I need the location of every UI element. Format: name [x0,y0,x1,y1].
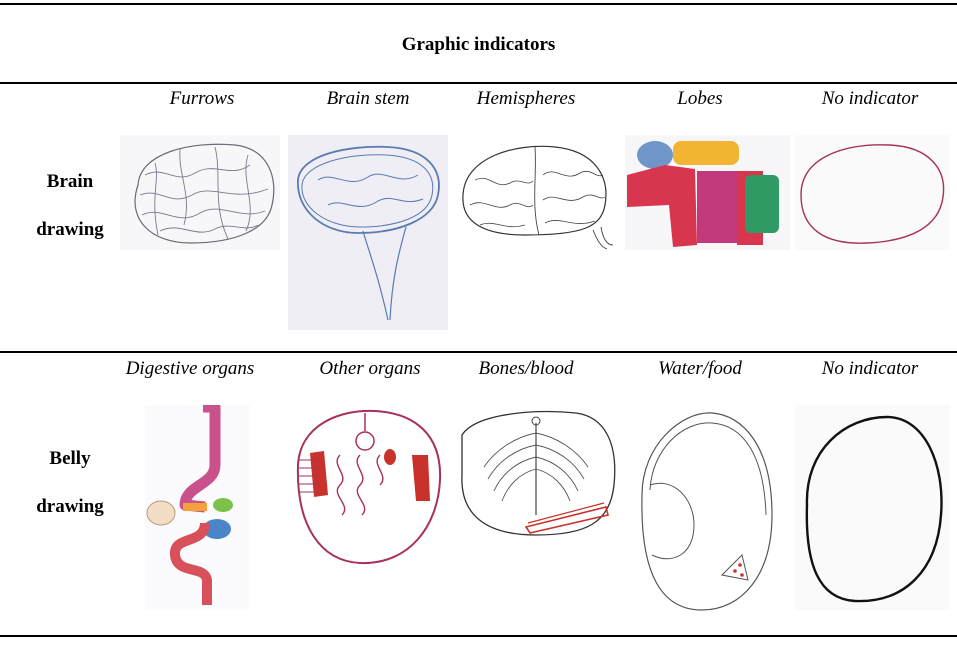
drawing-lobes [625,135,790,250]
column-header-other-organs: Other organs [319,358,421,379]
table-title: Graphic indicators [401,34,556,55]
drawing-digestive-organs [145,405,250,610]
drawing-water-food [632,405,782,615]
bottom-rule [0,635,957,637]
row-label-brain-line1: Brain [46,171,94,192]
drawing-brain-stem [288,135,448,330]
column-header-lobes: Lobes [677,88,723,109]
column-header-no-indicator-belly: No indicator [821,358,919,379]
header-rule [0,82,957,84]
drawing-hemispheres [455,135,615,255]
drawing-furrows [120,135,280,250]
row-label-brain: Brain drawing [0,158,140,254]
top-rule [0,3,957,5]
row-label-belly-line2: drawing [36,496,104,517]
drawing-other-organs [290,405,450,570]
row-label-brain-line2: drawing [36,219,104,240]
column-header-bones-blood: Bones/blood [478,358,574,379]
column-header-brain-stem: Brain stem [326,88,410,109]
column-header-no-indicator-brain: No indicator [821,88,919,109]
column-header-hemispheres: Hemispheres [476,88,576,109]
column-header-furrows: Furrows [169,88,235,109]
section-rule [0,351,957,353]
row-label-belly: Belly drawing [0,435,140,531]
drawing-no-indicator-belly [795,405,950,610]
drawing-no-indicator-brain [795,135,950,250]
column-header-water-food: Water/food [658,358,742,379]
drawing-bones-blood [456,405,621,540]
row-label-belly-line1: Belly [49,448,91,469]
column-header-digestive-organs: Digestive organs [125,358,255,379]
